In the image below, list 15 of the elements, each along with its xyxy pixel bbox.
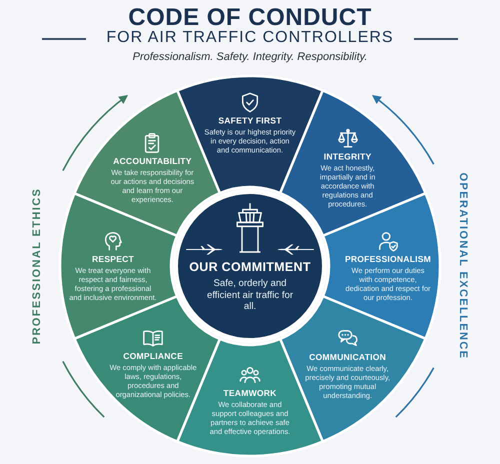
segment-title: RESPECT	[92, 254, 134, 264]
segment-title: PROFESSIONALISM	[344, 254, 432, 264]
segment-title: COMMUNICATION	[309, 352, 386, 362]
segment-title: SAFETY FIRST	[218, 116, 282, 126]
subtitle: FOR AIR TRAFFIC CONTROLLERS	[106, 29, 394, 46]
side-label: OPERATIONAL EXCELLENCE	[457, 172, 469, 360]
side-label: PROFESSIONAL ETHICS	[31, 188, 43, 344]
commitment-title: OUR COMMITMENT	[189, 260, 311, 275]
title: CODE OF CONDUCT	[128, 4, 372, 31]
segment-title: ACCOUNTABILITY	[113, 156, 192, 166]
tagline: Professionalism. Safety. Integrity. Responsibility.	[132, 51, 368, 63]
commitment-text: Safe, orderly and efficient air traffic for all.	[206, 278, 294, 312]
segment-title: COMPLIANCE	[123, 350, 184, 361]
segment-title: TEAMWORK	[223, 388, 277, 398]
segment-title: INTEGRITY	[324, 152, 372, 162]
